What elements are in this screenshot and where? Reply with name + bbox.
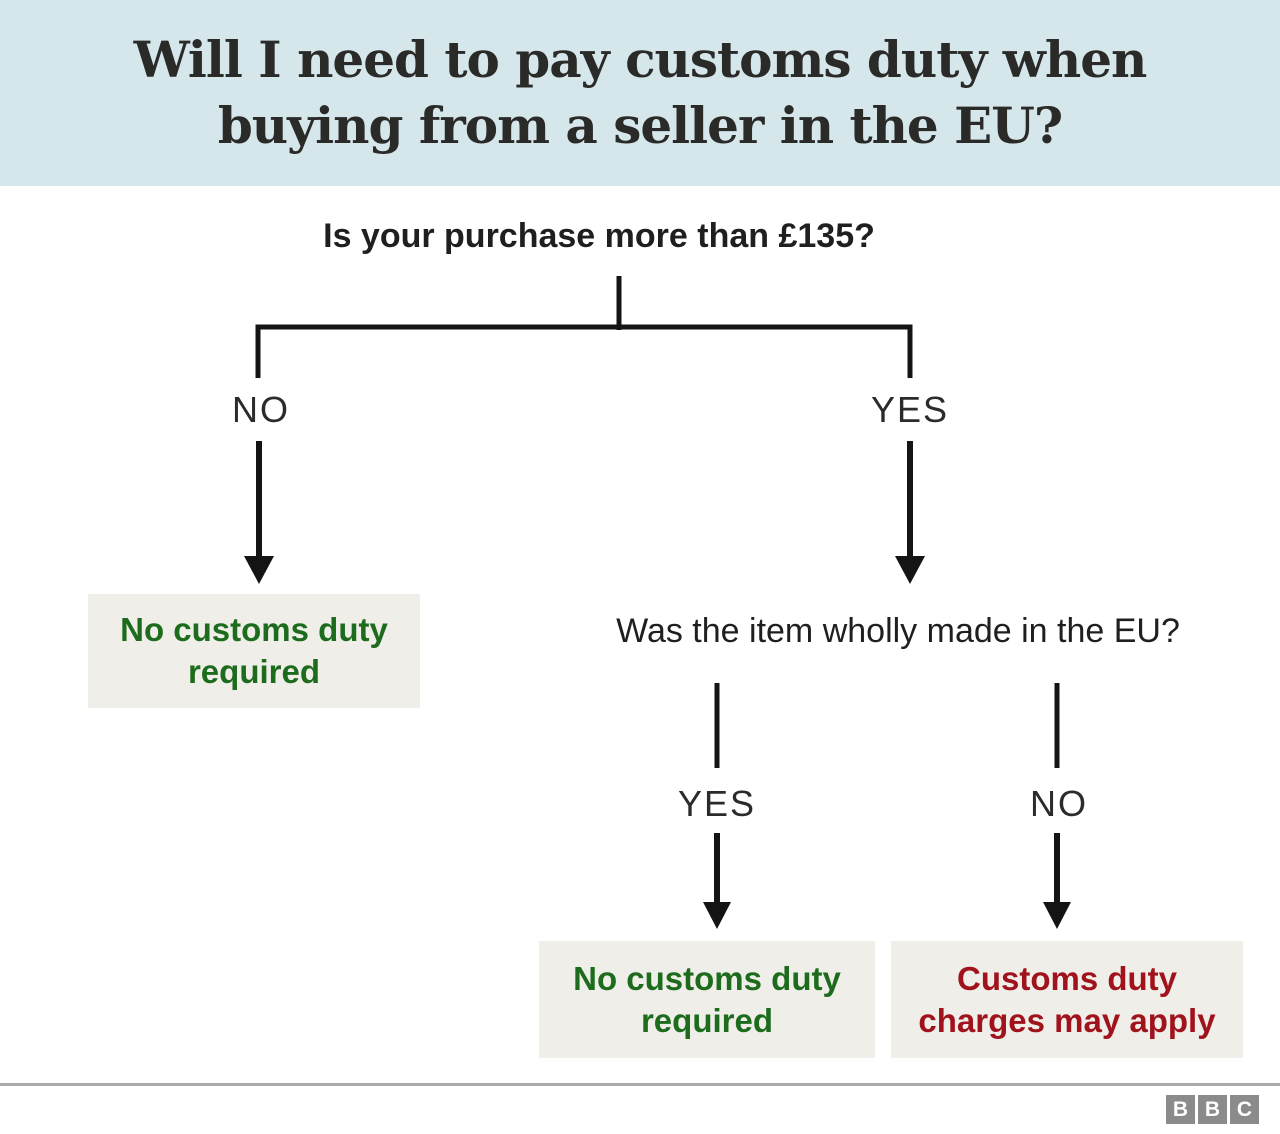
footer-divider (0, 1083, 1280, 1086)
title-line-2: buying from a seller in the EU? (217, 96, 1063, 155)
level1-no-label: NO (232, 389, 290, 430)
bbc-logo-block-1: B (1166, 1095, 1195, 1124)
outcome-customs-duty-may-apply: Customs duty charges may apply (891, 941, 1243, 1058)
bbc-logo: B B C (1166, 1095, 1259, 1124)
outcome-no-customs-duty-first: No customs duty required (88, 594, 420, 708)
bbc-logo-block-3: C (1230, 1095, 1259, 1124)
outcome-no-customs-duty-first-text: No customs duty required (120, 611, 388, 690)
level1-yes-label: YES (870, 389, 950, 430)
level2-no-arrowhead (1043, 902, 1071, 929)
level2-yes-arrowhead (703, 902, 731, 929)
outcome-no-customs-duty-second-text: No customs duty required (573, 959, 841, 1039)
header-band: Will I need to pay customs duty when buy… (0, 0, 1280, 186)
level1-no-arrowhead (244, 556, 274, 584)
outcome-customs-duty-may-apply-text: Customs duty charges may apply (918, 959, 1216, 1039)
outcome-no-customs-duty-second: No customs duty required (539, 941, 875, 1058)
title-line-1: Will I need to pay customs duty when (133, 30, 1148, 89)
level2-no-label: NO (1030, 783, 1088, 824)
level1-branch-line (255, 324, 913, 378)
bbc-logo-block-2: B (1198, 1095, 1227, 1124)
level1-yes-arrowhead (895, 556, 925, 584)
question-purchase-over-135: Is your purchase more than £135? (323, 217, 875, 255)
level2-yes-label: YES (677, 783, 757, 824)
page-title: Will I need to pay customs duty when buy… (133, 27, 1148, 159)
question-wholly-made-in-eu: Was the item wholly made in the EU? (616, 612, 1180, 650)
